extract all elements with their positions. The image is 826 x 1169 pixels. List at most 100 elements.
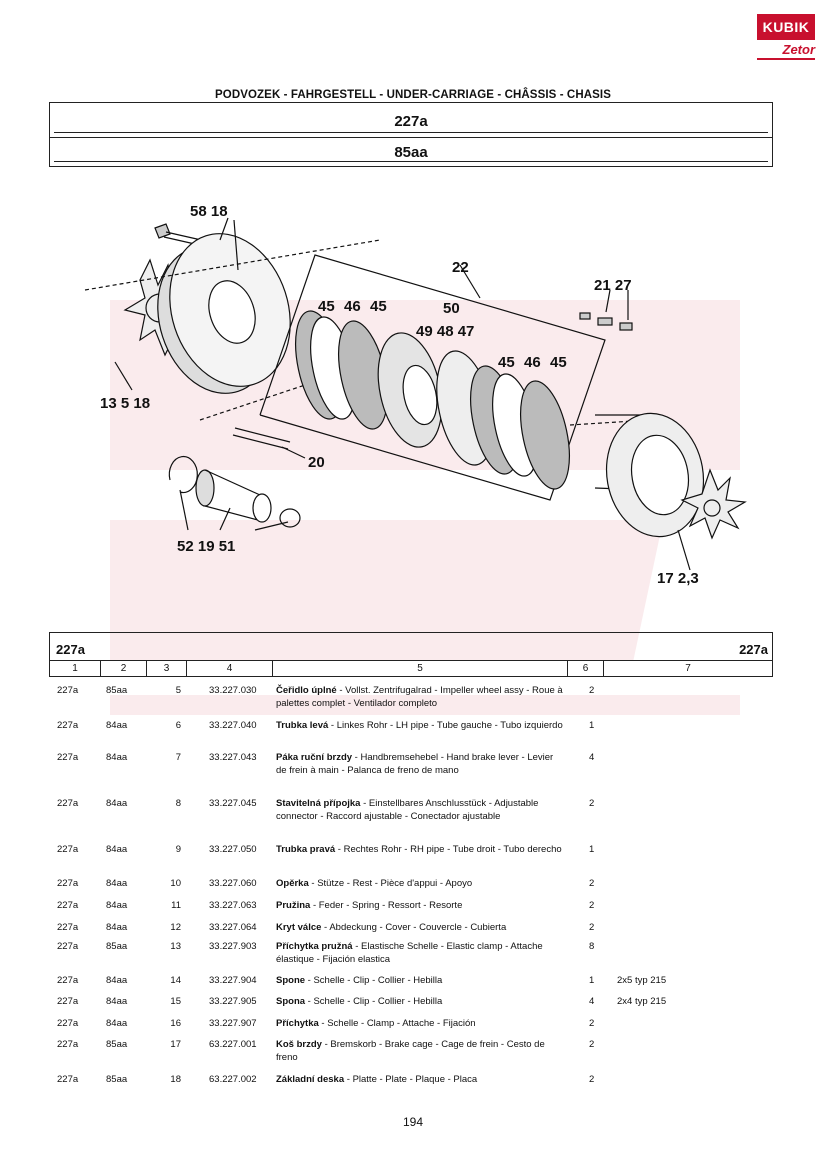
cell-group: 227a <box>57 922 79 933</box>
page-number: 194 <box>402 1115 424 1129</box>
sub-code-inner <box>54 136 768 162</box>
cell-group: 227a <box>57 685 79 696</box>
cell-subgroup: 84aa <box>106 975 128 986</box>
cell-part-number: 33.227.040 <box>209 720 257 731</box>
description-translations: - Feder - Spring - Ressort - Resorte <box>310 900 463 911</box>
cell-part-number: 33.227.060 <box>209 878 257 889</box>
cell-subgroup: 84aa <box>106 1018 128 1029</box>
cell-group: 227a <box>57 844 79 855</box>
cell-description: Spone - Schelle - Clip - Collier - Hebil… <box>276 975 566 988</box>
group-code-inner <box>54 103 768 133</box>
label-17-2-3: 17 2,3 <box>657 570 699 587</box>
group-code: 227a <box>394 113 428 130</box>
label-49-48-47: 49 48 47 <box>416 323 474 340</box>
cell-group: 227a <box>57 1074 79 1085</box>
label-13-5-18: 13 5 18 <box>100 395 150 412</box>
description-translations: - Stütze - Rest - Pièce d'appui - Apoyo <box>308 878 473 889</box>
description-czech: Spone <box>276 975 306 986</box>
description-czech: Příchytka <box>276 1018 319 1029</box>
cell-description: Koš brzdy - Bremskorb - Brake cage - Cag… <box>276 1039 566 1065</box>
cell-position: 14 <box>170 975 181 986</box>
description-czech: Trubka levá <box>276 720 329 731</box>
tube-assembly-part <box>168 455 301 528</box>
sub-code: 85aa <box>394 144 428 161</box>
cell-group: 227a <box>57 941 79 952</box>
col-head-7: 7 <box>685 663 691 674</box>
label-45-c: 45 <box>498 354 515 371</box>
cell-subgroup: 85aa <box>106 941 128 952</box>
cell-subgroup: 85aa <box>106 1039 128 1050</box>
description-translations: - Vollst. Zentrifugalrad - Impeller whee… <box>276 685 563 709</box>
cell-quantity: 1 <box>589 720 595 731</box>
cell-subgroup: 85aa <box>106 1074 128 1085</box>
cell-description: Stavitelná přípojka - Einstellbares Ansc… <box>276 798 566 824</box>
cell-group: 227a <box>57 1018 79 1029</box>
col-head-6: 6 <box>568 661 604 676</box>
description-translations: - Bremskorb - Brake cage - Cage de frein… <box>276 1039 545 1063</box>
cell-group: 227a <box>57 752 79 763</box>
impeller-right-part <box>680 468 747 540</box>
cell-subgroup: 84aa <box>106 900 128 911</box>
cell-position: 15 <box>170 996 181 1007</box>
cell-description: Příchytka - Schelle - Clamp - Attache - … <box>276 1018 566 1031</box>
cell-group: 227a <box>57 798 79 809</box>
cell-part-number: 33.227.903 <box>209 941 257 952</box>
description-translations: - Schelle - Clamp - Attache - Fijación <box>318 1018 476 1029</box>
description-czech: Kryt válce <box>276 922 322 933</box>
label-46-b: 46 <box>524 354 541 371</box>
cell-description: Příchytka pružná - Elastische Schelle - … <box>276 941 566 967</box>
logo-sub: Zetor <box>782 42 816 57</box>
cell-quantity: 2 <box>589 1074 595 1085</box>
cell-quantity: 2 <box>589 1039 595 1050</box>
cell-quantity: 4 <box>589 752 595 763</box>
cell-group: 227a <box>57 975 79 986</box>
col-head-2: 2 <box>101 661 147 676</box>
label-45-d: 45 <box>550 354 567 371</box>
logo-underline <box>757 58 815 60</box>
cell-note: 2x4 typ 215 <box>617 996 667 1007</box>
cell-position: 8 <box>175 798 181 809</box>
pins-part <box>579 312 633 331</box>
brake-cage-part <box>594 412 705 538</box>
cell-position: 11 <box>171 900 181 911</box>
cell-subgroup: 84aa <box>106 878 128 889</box>
cell-quantity: 8 <box>589 941 595 952</box>
cell-description: Páka ruční brzdy - Handbremsehebel - Han… <box>276 752 566 778</box>
cell-group: 227a <box>57 720 79 731</box>
col-head-4: 4 <box>187 661 273 676</box>
cell-part-number: 33.227.907 <box>209 1018 257 1029</box>
cell-part-number: 33.227.050 <box>209 844 257 855</box>
cell-position: 13 <box>170 941 181 952</box>
label-45-b: 45 <box>370 298 387 315</box>
description-czech: Stavitelná přípojka <box>276 798 361 809</box>
cell-quantity: 4 <box>589 996 595 1007</box>
cell-quantity: 2 <box>589 878 595 889</box>
cell-part-number: 63.227.002 <box>209 1074 257 1085</box>
cell-part-number: 33.227.904 <box>209 975 257 986</box>
exploded-diagram: 58 18 22 21 27 45 46 45 50 49 48 47 45 4… <box>84 203 747 587</box>
table-title-bar: 227a 227a <box>49 632 773 660</box>
label-45-a: 45 <box>318 298 335 315</box>
description-czech: Čeřidlo úplné <box>276 685 337 696</box>
description-translations: - Schelle - Clip - Collier - Hebilla <box>305 996 443 1007</box>
label-58-18: 58 18 <box>190 203 228 220</box>
brake-discs-part <box>295 310 570 490</box>
cell-description: Trubka levá - Linkes Rohr - LH pipe - Tu… <box>276 720 566 733</box>
cell-position: 6 <box>175 720 181 731</box>
cell-position: 12 <box>170 922 181 933</box>
cell-quantity: 2 <box>589 1018 595 1029</box>
description-translations: - Platte - Plate - Plaque - Placa <box>344 1074 478 1085</box>
description-translations: - Rechtes Rohr - RH pipe - Tube droit - … <box>335 844 562 855</box>
cell-position: 9 <box>175 844 181 855</box>
cell-subgroup: 85aa <box>106 685 128 696</box>
cell-subgroup: 84aa <box>106 720 128 731</box>
cell-part-number: 33.227.030 <box>209 685 257 696</box>
description-czech: Opěrka <box>276 878 309 889</box>
sub-code-box: 85aa <box>49 136 773 167</box>
cell-position: 5 <box>175 685 181 696</box>
label-52-19-51: 52 19 51 <box>177 538 235 555</box>
cell-part-number: 33.227.905 <box>209 996 257 1007</box>
description-czech: Páka ruční brzdy <box>276 752 353 763</box>
cell-position: 17 <box>170 1039 181 1050</box>
cell-description: Opěrka - Stütze - Rest - Pièce d'appui -… <box>276 878 566 891</box>
